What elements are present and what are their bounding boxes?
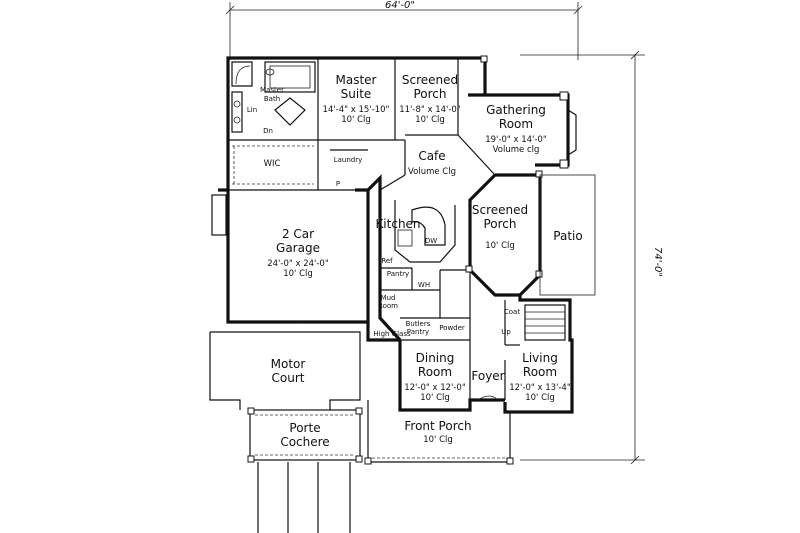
pantry-name: Pantry [387, 270, 409, 278]
porte-cochere-name-1: Porte [289, 421, 320, 435]
living-room-name-2: Room [523, 365, 557, 379]
motor-court-outline [209, 331, 363, 533]
screened-porch-top-ceiling: 10' Clg [415, 115, 445, 125]
garage-name-1: 2 Car [282, 227, 314, 241]
interior-walls [228, 58, 520, 400]
master-bath-name-1: Master [260, 86, 284, 94]
dining-room-name-1: Dining [416, 351, 455, 365]
width-dimension [225, 2, 583, 60]
master-suite-name-1: Master [336, 73, 377, 87]
master-suite-size: 14'-4" x 15'-10" [323, 105, 390, 115]
butlers-pantry-name-1: Butlers [406, 320, 431, 328]
wic-name: WIC [264, 159, 281, 169]
kitchen-island [397, 206, 446, 247]
coat-name: Coat [504, 308, 520, 316]
butlers-pantry-name-2: Pantry [407, 328, 429, 336]
cafe-name: Cafe [418, 149, 445, 163]
screened-porch-right-name-2: Porch [483, 217, 516, 231]
screened-porch-top-name-1: Screened [402, 73, 458, 87]
p-label: P [336, 180, 340, 188]
high-glass-label: High Glass [373, 330, 411, 338]
lin-label: Lin [247, 106, 257, 114]
front-porch-ceiling: 10' Clg [423, 435, 453, 445]
dining-room-ceiling: 10' Clg [420, 393, 450, 403]
ref-label: Ref [381, 257, 393, 265]
screened-porch-top-name-2: Porch [413, 87, 446, 101]
kitchen-name: Kitchen [375, 217, 420, 231]
living-room-size: 12'-0" x 13'-4" [509, 383, 571, 393]
front-porch-name: Front Porch [404, 419, 471, 433]
porte-cochere-name-2: Cochere [280, 435, 329, 449]
living-room-ceiling: 10' Clg [525, 393, 555, 403]
cafe-ceiling: Volume Clg [408, 167, 456, 177]
screened-porch-right-ceiling: 10' Clg [485, 241, 515, 251]
depth-dimension [520, 50, 645, 465]
gathering-bay-window [559, 91, 577, 169]
patio-name: Patio [553, 229, 582, 243]
laundry-name: Laundry [334, 156, 363, 164]
gathering-room-name-1: Gathering [486, 103, 546, 117]
master-bath-name-2: Bath [264, 95, 280, 103]
gathering-room-size: 19'-0" x 14'-0" [485, 135, 547, 145]
mud-room-name-2: Room [378, 302, 398, 310]
up-label: Up [501, 328, 511, 336]
foyer-name: Foyer [471, 369, 504, 383]
master-suite-ceiling: 10' Clg [341, 115, 371, 125]
depth-dimension-label: 74'-0" [652, 247, 663, 277]
screened-porch-top-size: 11'-8" x 14'-0" [399, 105, 461, 115]
dn-label: Dn [263, 127, 273, 135]
front-porch-outline [364, 395, 514, 465]
patio-outline [539, 174, 596, 296]
dw-label: DW [425, 237, 437, 245]
gathering-room-ceiling: Volume clg [493, 145, 540, 155]
dining-room-name-2: Room [418, 365, 452, 379]
powder-name: Powder [439, 324, 465, 332]
gathering-room-name-2: Room [499, 117, 533, 131]
dining-room-size: 12'-0" x 12'-0" [404, 383, 466, 393]
garage-name-2: Garage [276, 241, 320, 255]
motor-court-name-1: Motor [271, 357, 306, 371]
living-room-name-1: Living [522, 351, 558, 365]
garage-ceiling: 10' Clg [283, 269, 313, 279]
master-bath-fixtures [231, 61, 316, 133]
master-suite-name-2: Suite [341, 87, 372, 101]
width-dimension-label: 64'-0" [385, 0, 415, 11]
garage-doors [211, 194, 360, 323]
screened-porch-right-name-1: Screened [472, 203, 528, 217]
wic-shelving [232, 145, 314, 185]
wh-label: WH [418, 281, 430, 289]
motor-court-name-2: Court [272, 371, 305, 385]
stairs [524, 304, 566, 341]
mud-room-name-1: Mud [381, 294, 396, 302]
garage-size: 24'-0" x 24'-0" [267, 259, 329, 269]
porch-posts [465, 55, 543, 278]
